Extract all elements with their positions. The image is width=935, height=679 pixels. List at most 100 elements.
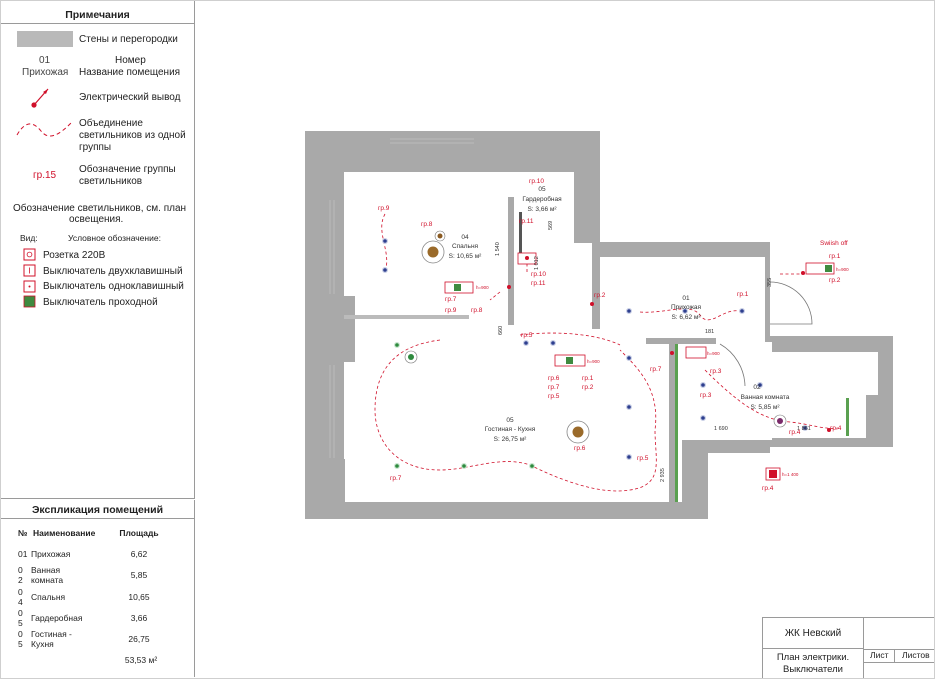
stamp-cell-divider: [894, 649, 895, 662]
symbol-label-single-switch: Выключатель одноклавишный: [43, 281, 184, 292]
group-label: гр.1: [737, 291, 749, 298]
living-floor-ext: [592, 342, 682, 502]
ceiling-lights: [382, 238, 808, 461]
group-label: гр.11: [519, 218, 534, 225]
living-num: 05: [506, 417, 514, 424]
sliding-door: [846, 398, 849, 436]
light-icon: [625, 355, 632, 362]
group-join-label-2: светильников из одной: [79, 130, 186, 141]
switch-off-label: Swiish off: [820, 240, 848, 247]
dimensions: 1 540 1 012 569 660 181 355 1 690 1 861 …: [495, 221, 811, 482]
partition: [776, 336, 893, 352]
group-labels: гр.9 гр.8 гр.10 гр.11 гр.10 гр.11 гр.7 г…: [378, 178, 848, 492]
stamp-project-cell: ЖК Невский: [763, 618, 864, 649]
hall-name: Прихожая: [671, 304, 702, 311]
dim-1690: 1 690: [714, 426, 728, 432]
double-switch-icon: [23, 264, 36, 277]
dim-569: 569: [548, 221, 554, 230]
socket-220-icon: [23, 248, 36, 261]
outlet-icon: [801, 271, 805, 275]
stamp-title-2: Выключатели: [783, 664, 843, 675]
wardrobe-panel: [519, 212, 522, 254]
switch-icon: [454, 284, 461, 291]
group-label: гр.7: [445, 296, 457, 303]
bedroom-name: Спальня: [452, 243, 479, 250]
outlet-label: Электрический вывод: [79, 92, 181, 103]
wall-block: [682, 440, 708, 519]
single-switch-icon: [23, 280, 36, 293]
stamp-project: ЖК Невский: [784, 628, 842, 639]
height-label: h=900: [836, 267, 849, 272]
header-area: Площадь: [119, 528, 159, 538]
group-label: гр.1: [582, 375, 594, 382]
light-icon: [699, 382, 706, 389]
number-label: Номер: [115, 55, 146, 66]
pendant-light-icon: [777, 418, 783, 424]
bath-name: Ванная комната: [741, 394, 790, 401]
green-lights: [394, 342, 535, 470]
light-icon: [522, 340, 529, 347]
row-num: 0 2: [18, 565, 23, 585]
pendant-light-icon: [572, 426, 584, 438]
row-area: 26,75: [128, 634, 150, 644]
legend-title: Примечания: [65, 9, 130, 21]
stamp-sheets: Листов: [902, 650, 930, 660]
stamp-sheet-cells: Лист Листов: [864, 649, 934, 663]
group-label: гр.6: [574, 445, 586, 452]
outlets: [507, 256, 831, 432]
group-label: гр.9: [378, 205, 390, 212]
walls-swatch: [17, 31, 73, 47]
switch-icon: [825, 265, 832, 272]
entry-door: [769, 281, 813, 325]
light-icon: [699, 415, 706, 422]
pendant-light-icon: [427, 246, 439, 258]
conventional-label: Условное обозначение:: [68, 233, 161, 243]
outlet-icon: [507, 285, 511, 289]
switch-icon: [566, 357, 573, 364]
switch-icon: [769, 470, 777, 478]
group-desig-label-1: Обозначение группы: [79, 164, 176, 175]
group-label: гр.5: [521, 332, 533, 339]
dim-2935: 2 935: [660, 468, 666, 482]
bath-floor-b: [770, 352, 878, 438]
dim-660: 660: [498, 326, 504, 335]
height-labels: h=900 h=900 h=900 h=900 h=1 400: [476, 267, 849, 477]
group-join-label-3: группы: [79, 142, 112, 153]
row-name: Гостиная - Кухня: [31, 629, 72, 649]
group-label: гр.7: [650, 366, 662, 373]
outlet-legend-icon: [31, 88, 49, 108]
electrical-floor-plan: 04 Спальня S: 10,65 м² 05 Гардеробная S:…: [305, 131, 893, 519]
bath-num: 02: [753, 384, 761, 391]
pass-switch-icon: [23, 295, 36, 308]
hall-num: 01: [682, 295, 690, 302]
pendant-lights: [404, 230, 787, 444]
group-label: гр.8: [421, 221, 433, 228]
outlet-icon: [590, 302, 594, 306]
wardrobe-num: 05: [538, 186, 546, 193]
row-name: Гардеробная: [31, 613, 83, 623]
outlet-icon: [525, 256, 529, 260]
light-icon: [738, 308, 745, 315]
light-icon: [461, 463, 468, 470]
group-join-label-1: Объединение: [79, 118, 143, 129]
living-name: Гостиная - Кухня: [485, 426, 536, 433]
light-icon: [528, 463, 535, 470]
wardrobe-name: Гардеробная: [522, 195, 562, 203]
row-name: Прихожая: [31, 549, 71, 559]
group-label: гр.2: [829, 277, 841, 284]
height-label: h=900: [707, 351, 720, 356]
group-label: гр.4: [789, 429, 801, 436]
group-label: гр.10: [529, 178, 544, 185]
wall-block: [305, 296, 355, 362]
height-label: h=900: [587, 359, 600, 364]
group-join-legend-icon: [16, 122, 72, 137]
pendant-light-icon: [408, 354, 414, 360]
height-label: h=1 400: [782, 472, 799, 477]
partition: [646, 338, 716, 344]
group-label: гр.2: [582, 384, 594, 391]
bedroom-area: S: 10,65 м²: [449, 253, 482, 260]
row-num: 0 5: [18, 629, 23, 649]
group-label: гр.1: [829, 253, 841, 260]
wall-block: [305, 131, 343, 197]
row-area: 5,85: [130, 570, 148, 580]
